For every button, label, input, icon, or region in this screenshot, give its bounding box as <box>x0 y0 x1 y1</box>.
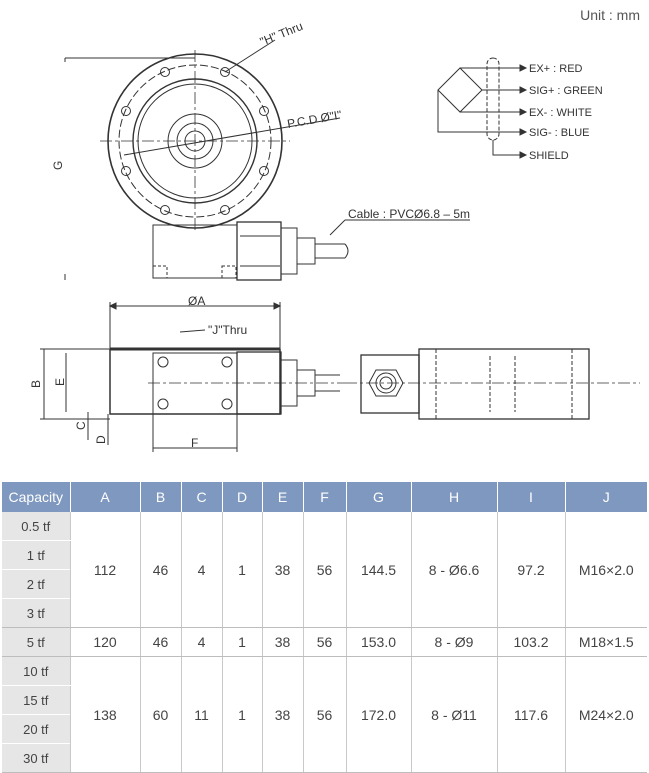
dim-e-label: E <box>53 378 67 386</box>
h-thru-label: "H" Thru <box>258 19 305 49</box>
table-row: 1 tf <box>2 540 647 570</box>
capacity-cell: 30 tf <box>2 743 70 773</box>
table-row: 20 tf <box>2 714 647 744</box>
capacity-cell: 3 tf <box>2 598 70 628</box>
value-b: 60 <box>139 656 181 773</box>
header-a: A <box>69 482 140 512</box>
cable-label: Cable : PVCØ6.8 – 5m <box>348 207 470 221</box>
dim-f-label: F <box>191 436 198 450</box>
wire-shield: SHIELD <box>529 150 569 162</box>
value-h: 8 - Ø9 <box>410 627 497 657</box>
value-d: 1 <box>221 627 262 657</box>
wiring-labels: EX+ : RED SIG+ : GREEN EX- : WHITE SIG- … <box>529 63 603 162</box>
wire-sig-minus: SIG- : BLUE <box>529 127 590 139</box>
wiring-diagram <box>437 57 528 159</box>
table-row: 30 tf <box>2 743 647 773</box>
capacity-cell: 0.5 tf <box>2 512 70 541</box>
header-i: I <box>496 482 565 512</box>
header-g: G <box>345 482 411 512</box>
header-j: J <box>564 482 647 512</box>
value-i: 117.6 <box>496 656 565 773</box>
table-row: 3 tf <box>2 598 647 628</box>
value-g: 144.5 <box>345 512 411 628</box>
capacity-cell: 1 tf <box>2 540 70 570</box>
table-row: 5 tf 120 46 4 1 38 56 153.0 8 - Ø9 103.2… <box>2 627 647 657</box>
header-f: F <box>302 482 346 512</box>
table-row: 15 tf <box>2 685 647 715</box>
table-row: 2 tf <box>2 569 647 599</box>
side-view <box>40 302 345 452</box>
value-f: 56 <box>302 627 346 657</box>
dim-b-label: B <box>29 380 43 388</box>
value-a: 112 <box>69 512 140 628</box>
capacity-cell: 10 tf <box>2 656 70 686</box>
capacity-cell: 5 tf <box>2 627 70 657</box>
value-i: 97.2 <box>496 512 565 628</box>
dim-d-label: D <box>94 435 108 444</box>
dim-c-label: C <box>74 421 88 430</box>
value-c: 11 <box>180 656 222 773</box>
value-h: 8 - Ø11 <box>410 656 497 773</box>
header-h: H <box>410 482 497 512</box>
header-b: B <box>139 482 181 512</box>
value-g: 153.0 <box>345 627 411 657</box>
value-g: 172.0 <box>345 656 411 773</box>
table-row: 10 tf 138 60 11 1 38 56 172.0 8 - Ø11 11… <box>2 656 647 773</box>
value-d: 1 <box>221 656 262 773</box>
spec-table: Capacity A B C D E F G H I J 0.5 tf 112 … <box>2 482 647 773</box>
value-f: 56 <box>302 656 346 773</box>
value-h: 8 - Ø6.6 <box>410 512 497 628</box>
value-i: 103.2 <box>496 627 565 657</box>
dim-g-label: G <box>51 161 65 170</box>
value-j: M18×1.5 <box>564 627 647 657</box>
header-d: D <box>221 482 262 512</box>
value-e: 38 <box>261 656 303 773</box>
value-b: 46 <box>139 627 181 657</box>
header-e: E <box>261 482 303 512</box>
j-thru-label: "J"Thru <box>208 323 247 337</box>
technical-drawing: Unit : mm "H" Thru P.C. <box>29 7 640 452</box>
dim-oa-label: ØA <box>188 294 205 308</box>
wire-ex-minus: EX- : WHITE <box>529 107 592 119</box>
capacity-cell: 2 tf <box>2 569 70 599</box>
value-e: 38 <box>261 512 303 628</box>
table-row: 0.5 tf 112 46 4 1 38 56 144.5 8 - Ø6.6 9… <box>2 512 647 628</box>
value-d: 1 <box>221 512 262 628</box>
unit-label: Unit : mm <box>580 7 640 23</box>
value-e: 38 <box>261 627 303 657</box>
capacity-cell: 15 tf <box>2 685 70 715</box>
table-header-row: Capacity A B C D E F G H I J <box>2 482 647 512</box>
wire-sig-plus: SIG+ : GREEN <box>529 85 603 97</box>
wire-ex-plus: EX+ : RED <box>529 63 583 75</box>
pcd-label: P.C.D Ø"I" <box>286 108 343 131</box>
capacity-cell: 20 tf <box>2 714 70 744</box>
value-a: 138 <box>69 656 140 773</box>
value-j: M16×2.0 <box>564 512 647 628</box>
value-f: 56 <box>302 512 346 628</box>
value-a: 120 <box>69 627 140 657</box>
end-view <box>345 348 640 420</box>
value-b: 46 <box>139 512 181 628</box>
value-j: M24×2.0 <box>564 656 647 773</box>
header-capacity: Capacity <box>2 482 70 512</box>
value-c: 4 <box>180 627 222 657</box>
header-c: C <box>180 482 222 512</box>
value-c: 4 <box>180 512 222 628</box>
top-view <box>64 39 470 281</box>
bolt-holes <box>121 67 269 215</box>
